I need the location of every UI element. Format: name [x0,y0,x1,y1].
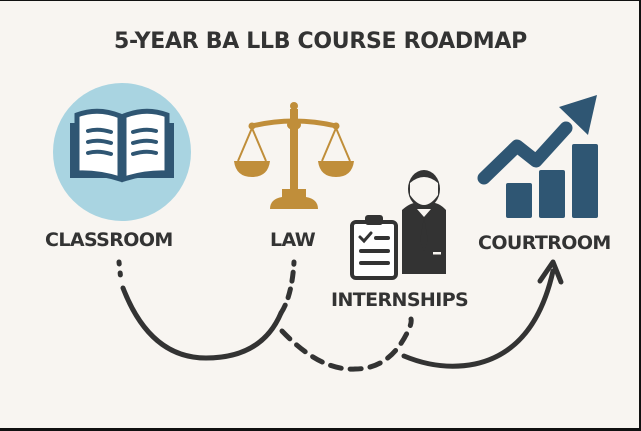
open-book-icon [53,83,191,221]
roadmap-path [116,259,564,372]
growth-chart-arrow-icon [477,95,598,218]
stage-label-courtroom: COURTROOM [478,232,611,254]
clipboard-and-professional-icon [350,170,446,280]
stage-label-internships: INTERNSHIPS [331,289,469,311]
diagram-title: 5-YEAR BA LLB COURSE ROADMAP [114,29,527,54]
stage-label-classroom: CLASSROOM [45,229,173,251]
stage-label-law: LAW [270,229,316,251]
scales-of-justice-icon [234,102,354,209]
